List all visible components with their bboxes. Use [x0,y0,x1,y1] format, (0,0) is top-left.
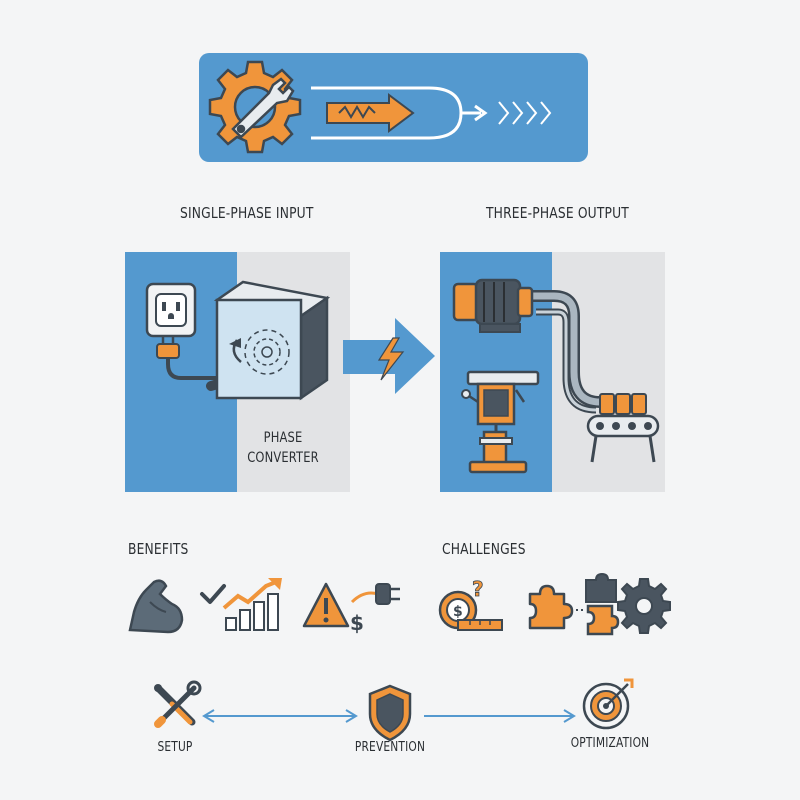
converter-label: PHASE CONVERTER [247,430,319,466]
header-banner [199,53,588,162]
warning-icon [302,582,350,628]
checkmark-icon [200,584,226,604]
phase-converter-box-icon [213,280,331,401]
conveyor-icon [586,393,660,463]
svg-text:?: ? [472,577,484,601]
input-panel: PHASE CONVERTER [125,252,350,492]
benefits-title: BENEFITS [128,540,189,558]
strength-icon [128,579,184,634]
step-prevention-label: PREVENTION [354,740,426,755]
chevrons-icon [498,101,552,125]
step-setup-label: SETUP [157,740,193,755]
drill-press-icon [461,370,540,474]
puzzle-gear-icon [585,572,671,636]
svg-text:$: $ [350,611,364,635]
input-panel-title: SINGLE-PHASE INPUT [180,204,314,222]
cost-question-icon: $ ? [438,577,503,631]
output-panel [440,252,665,492]
wall-outlet-icon [145,282,197,338]
lightning-arrow-icon [343,318,435,394]
target-icon [582,678,634,730]
growth-chart-icon [222,578,282,631]
challenges-title: CHALLENGES [442,540,526,558]
output-panel-title: THREE-PHASE OUTPUT [486,204,629,222]
benefits-icons: $ [128,578,400,635]
process-connectors [154,678,634,742]
step-optimization-label: OPTIMIZATION [570,736,650,751]
electric-motor-icon [452,278,534,333]
plug-cost-icon: $ [350,583,400,635]
svg-text:$: $ [453,604,463,620]
challenges-icons: $ ? [438,572,671,636]
shield-icon [368,684,412,742]
tools-icon [154,680,202,728]
puzzle-icon [528,584,586,630]
gear-wrench-icon [208,60,302,154]
wave-arrow-icon [311,86,488,140]
